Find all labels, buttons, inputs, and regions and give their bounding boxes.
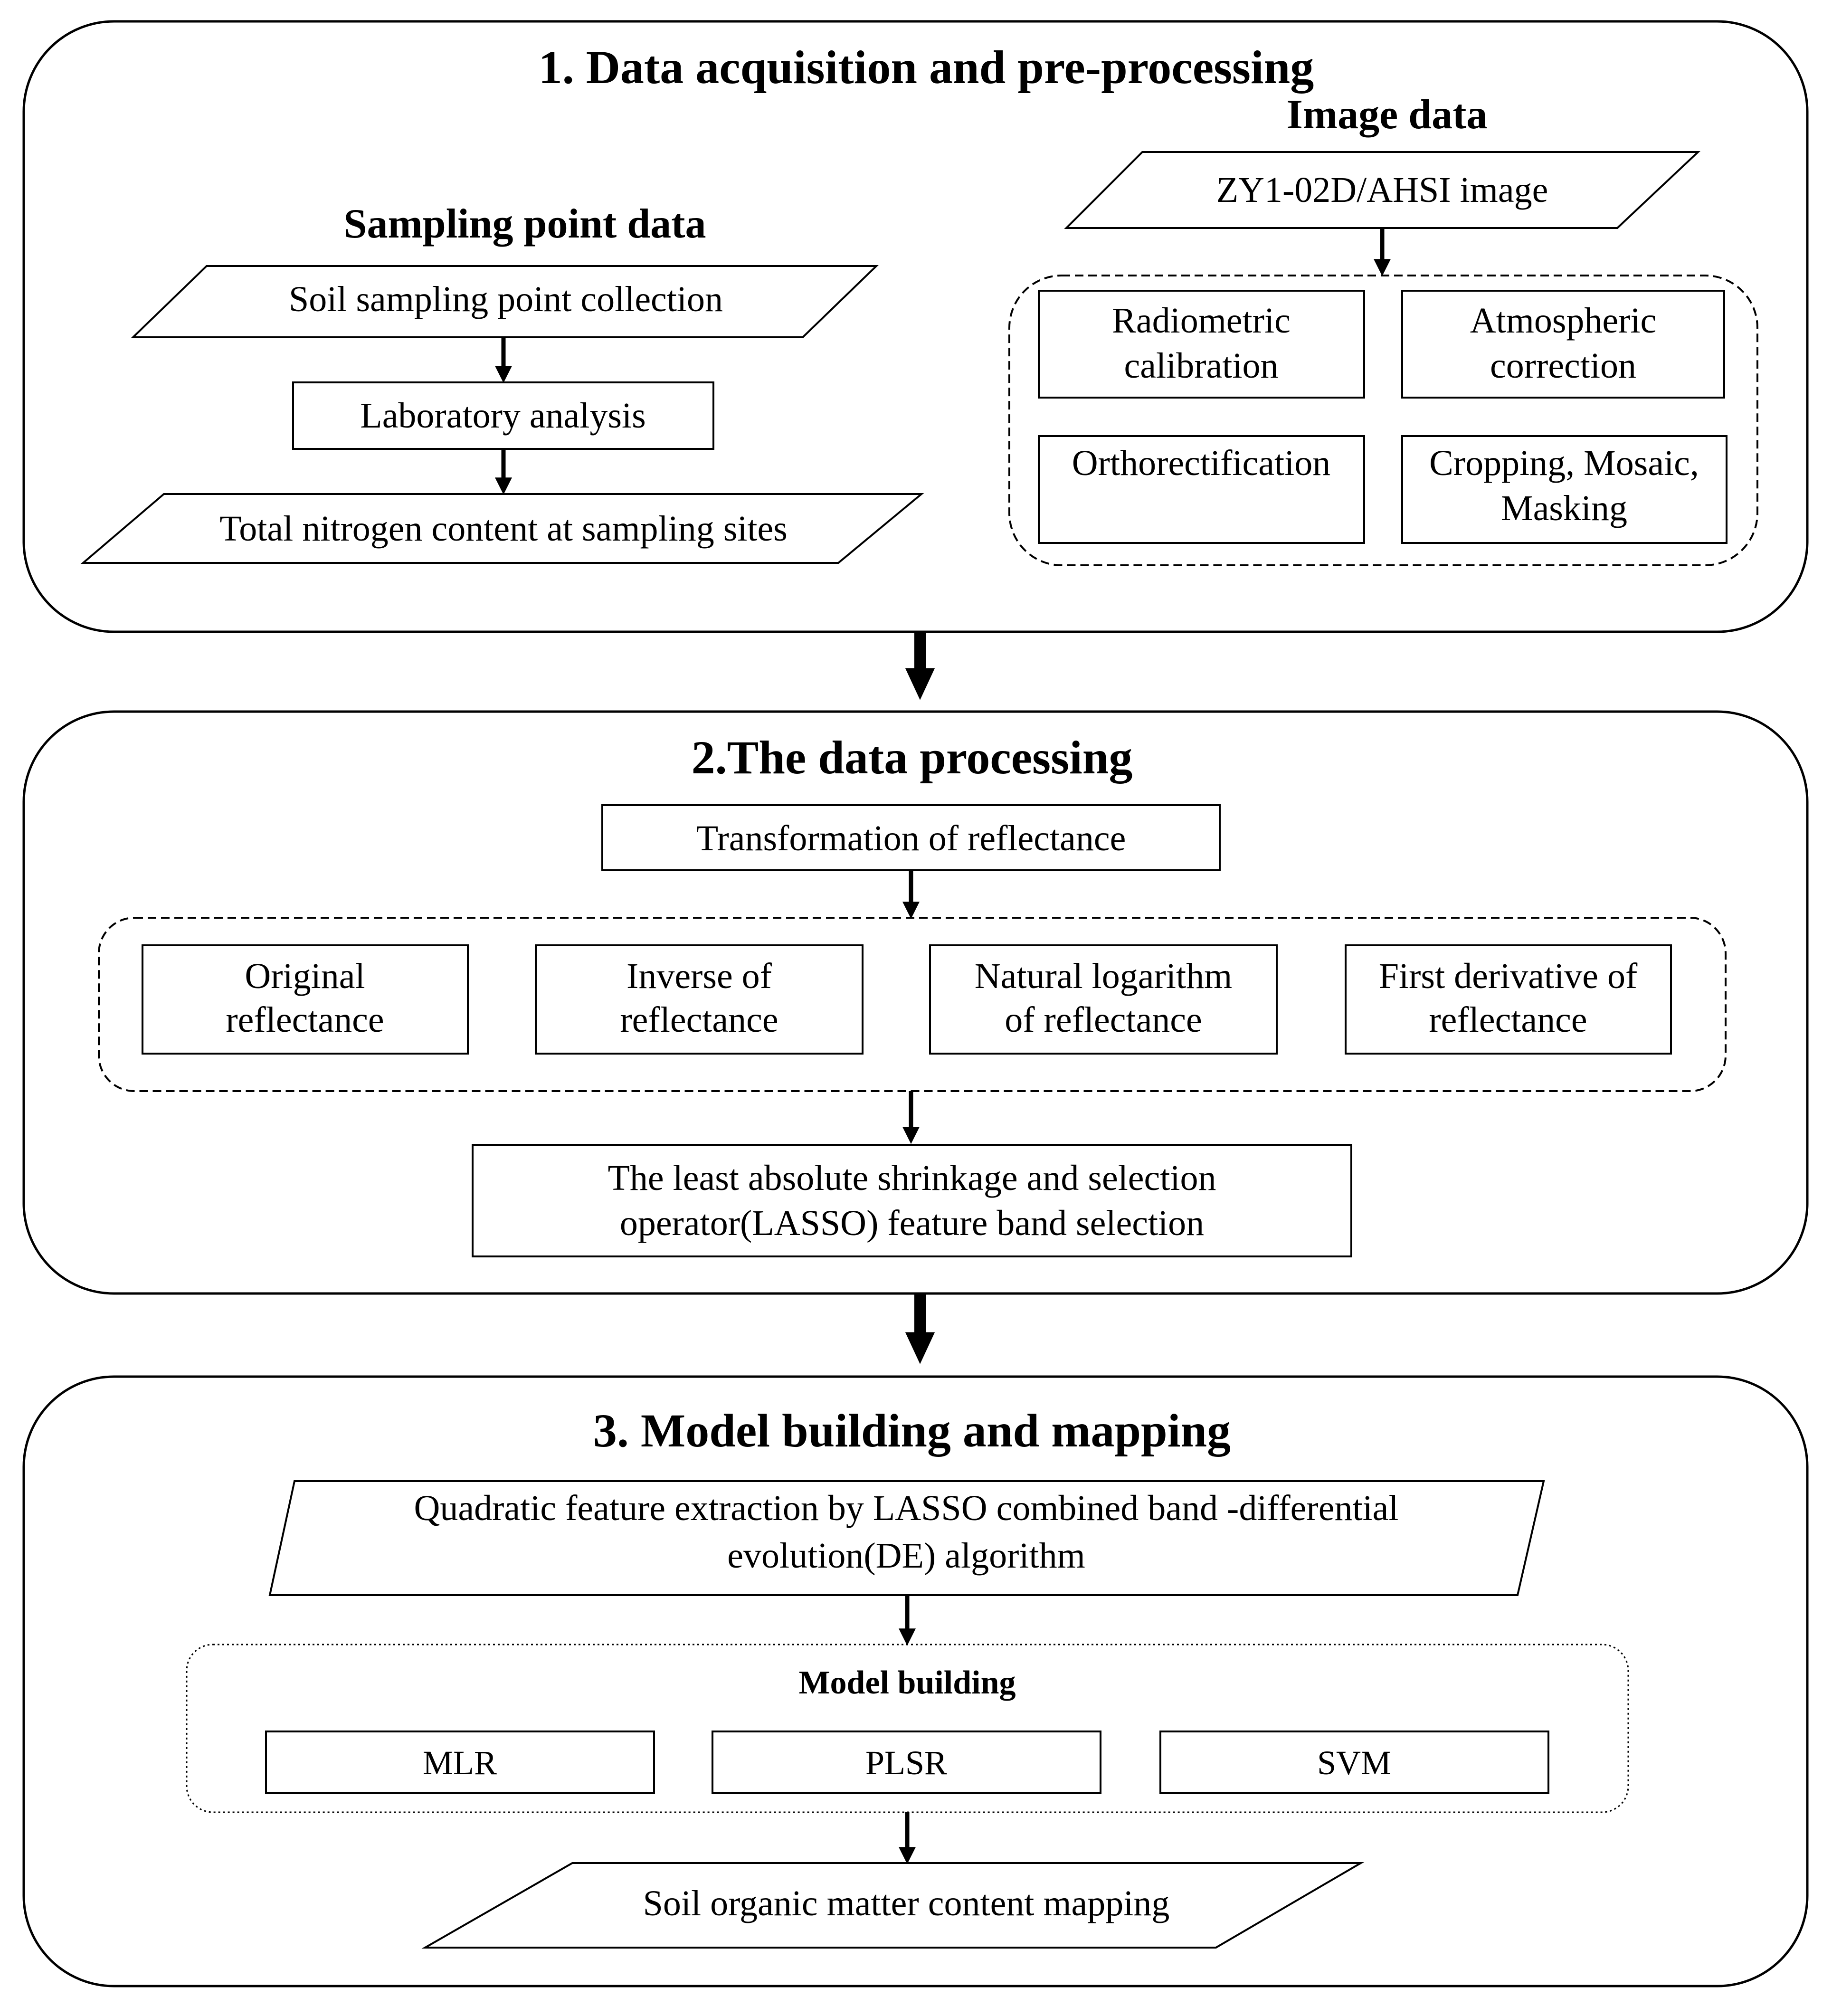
natural-logarithm-box: [929, 944, 1278, 1055]
original-reflectance-box: [142, 944, 469, 1055]
lasso-selection-line-2: operator(LASSO) feature band selection: [620, 1203, 1204, 1243]
sampling-heading: Sampling point data: [344, 201, 706, 247]
inverse-of-reflectance-line-1: Inverse of: [626, 956, 772, 996]
transformation-of-reflectance-text: Transformation of reflectance: [696, 818, 1126, 858]
orthorectification-box: [1038, 435, 1365, 544]
radiometric-calibration-line-2: calibration: [1124, 346, 1279, 386]
first-derivative-line-2: reflectance: [1429, 1000, 1587, 1040]
soil-sampling-collection-text: Soil sampling point collection: [289, 279, 723, 319]
ahsi-image-box: [1064, 151, 1701, 229]
first-derivative-line-1: First derivative of: [1379, 956, 1638, 996]
total-nitrogen-box: [80, 493, 924, 564]
natural-logarithm-line-2: of reflectance: [1005, 1000, 1202, 1040]
natural-logarithm-line-1: Natural logarithm: [975, 956, 1232, 996]
svm-box: [1159, 1731, 1549, 1794]
cropping-mosaic-masking-line-1: Cropping, Mosaic,: [1429, 443, 1699, 483]
atmospheric-correction-box: [1401, 290, 1725, 399]
orthorectification-text: Orthorectification: [1072, 443, 1330, 483]
quadratic-feature-extraction-line-2: evolution(DE) algorithm: [727, 1536, 1085, 1576]
original-reflectance-line-2: reflectance: [226, 1000, 384, 1040]
laboratory-analysis-box: [292, 381, 714, 450]
quadratic-feature-extraction-box: [268, 1480, 1545, 1596]
soil-sampling-collection-box: [131, 265, 879, 338]
first-derivative-box: [1345, 944, 1672, 1055]
lasso-selection-box: [472, 1144, 1352, 1257]
section-3-title: 3. Model building and mapping: [593, 1404, 1231, 1457]
soil-organic-matter-mapping-box: [421, 1862, 1365, 1949]
quadratic-feature-extraction-line-1: Quadratic feature extraction by LASSO co…: [414, 1488, 1398, 1528]
section-3-panel: [22, 1375, 1809, 1987]
plsr-box: [712, 1731, 1101, 1794]
transformation-of-reflectance-box: [601, 804, 1221, 871]
model-building-heading: Model building: [798, 1664, 1016, 1701]
section-2-title: 2.The data processing: [692, 731, 1133, 784]
section-1-title: 1. Data acquisition and pre-processing: [539, 41, 1314, 94]
laboratory-analysis-text: Laboratory analysis: [360, 396, 645, 436]
ahsi-image-text: ZY1-02D/AHSI image: [1216, 170, 1548, 210]
lasso-selection-line-1: The least absolute shrinkage and selecti…: [608, 1158, 1216, 1198]
plsr-text: PLSR: [865, 1744, 947, 1782]
radiometric-calibration-line-1: Radiometric: [1112, 301, 1291, 341]
mlr-box: [265, 1731, 655, 1794]
soil-organic-matter-mapping-text: Soil organic matter content mapping: [643, 1883, 1170, 1923]
inverse-of-reflectance-line-2: reflectance: [620, 1000, 778, 1040]
atmospheric-correction-line-2: correction: [1490, 346, 1636, 386]
inverse-of-reflectance-box: [535, 944, 864, 1055]
image-heading: Image data: [1287, 92, 1488, 138]
original-reflectance-line-1: Original: [245, 956, 365, 996]
preprocessing-group: [1008, 275, 1758, 566]
total-nitrogen-text: Total nitrogen content at sampling sites: [219, 509, 788, 549]
cropping-mosaic-masking-box: [1401, 435, 1728, 544]
mlr-text: MLR: [423, 1744, 497, 1782]
atmospheric-correction-line-1: Atmospheric: [1470, 301, 1657, 341]
radiometric-calibration-box: [1038, 290, 1365, 399]
svm-text: SVM: [1317, 1744, 1391, 1782]
cropping-mosaic-masking-line-2: Masking: [1501, 488, 1627, 528]
